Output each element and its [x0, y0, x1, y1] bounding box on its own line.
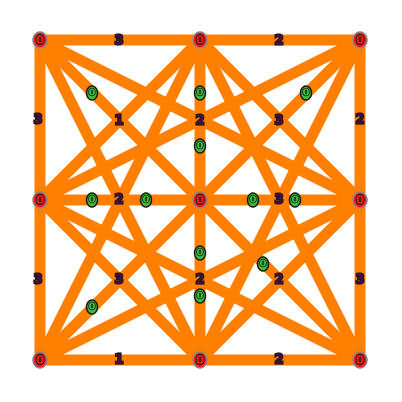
vertex-d[interactable]: 0: [32, 191, 48, 209]
edge-label-ef: 3: [274, 193, 283, 208]
crossing-marker-shape: [256, 256, 270, 272]
crossing-marker-label: 0: [197, 248, 204, 259]
crossing-marker-c3[interactable]: 0: [299, 85, 313, 101]
edge-label-hi: 2: [274, 353, 283, 368]
vertex-shape: [32, 351, 48, 369]
crossing-marker-shape: [193, 288, 207, 304]
edge-fg[interactable]: [34, 194, 366, 366]
edge-label-be: 2: [195, 114, 204, 129]
edge-label-bc: 2: [274, 34, 283, 49]
vertex-shape: [352, 191, 368, 209]
edge-label-ei: 2: [274, 273, 283, 288]
vertex-shape: [352, 31, 368, 49]
edge-dh[interactable]: [34, 194, 206, 366]
edge-fh[interactable]: [194, 194, 366, 366]
vertex-label: 0: [36, 353, 44, 367]
edge-bf[interactable]: [194, 34, 366, 206]
crossing-marker-shape: [85, 85, 99, 101]
crossing-marker-label: 0: [197, 141, 204, 152]
vertex-label: 0: [356, 353, 364, 367]
crossing-marker-shape: [193, 138, 207, 154]
crossing-layer: 0 0 0 0 0 0 0 0 0 0 0 0: [85, 85, 313, 315]
crossing-marker-shape: [85, 299, 99, 315]
edge-bd[interactable]: [34, 34, 206, 206]
crossing-marker-label: 0: [303, 88, 310, 99]
crossing-marker-c11[interactable]: 0: [193, 288, 207, 304]
crossing-marker-c9[interactable]: 0: [193, 245, 207, 261]
edge-label-ce: 3: [274, 114, 283, 129]
edge-label-ad: 3: [33, 113, 42, 128]
vertex-shape: [192, 31, 208, 49]
crossing-marker-shape: [299, 85, 313, 101]
edge-label-gh: 1: [114, 353, 123, 368]
vertex-label: 0: [36, 33, 44, 47]
crossing-marker-shape: [246, 192, 260, 208]
edge-label-eh: 2: [195, 273, 204, 288]
crossing-marker-c1[interactable]: 0: [85, 85, 99, 101]
vertex-layer: 0 0 0 0 0 0 0 0 0: [32, 31, 368, 369]
crossing-marker-c2[interactable]: 0: [193, 85, 207, 101]
crossing-marker-label: 0: [89, 88, 96, 99]
crossing-marker-label: 0: [292, 195, 299, 206]
edge-label-dg: 3: [33, 273, 42, 288]
vertex-label: 0: [196, 33, 204, 47]
vertex-label: 0: [36, 193, 44, 207]
edge-label-de: 2: [114, 193, 123, 208]
edge-label-fi: 3: [355, 273, 364, 288]
vertex-shape: [192, 191, 208, 209]
crossing-marker-label: 0: [89, 302, 96, 313]
crossing-marker-shape: [193, 85, 207, 101]
vertex-i[interactable]: 0: [352, 351, 368, 369]
crossing-marker-c4[interactable]: 0: [193, 138, 207, 154]
edge-layer: [34, 34, 366, 366]
vertex-e[interactable]: 0: [192, 191, 208, 209]
crossing-marker-c10[interactable]: 0: [256, 256, 270, 272]
vertex-c[interactable]: 0: [352, 31, 368, 49]
vertex-label: 0: [356, 193, 364, 207]
crossing-marker-c12[interactable]: 0: [85, 299, 99, 315]
vertex-shape: [32, 191, 48, 209]
crossing-marker-c6[interactable]: 0: [139, 192, 153, 208]
crossing-marker-shape: [193, 245, 207, 261]
vertex-label: 0: [196, 353, 204, 367]
crossing-marker-label: 0: [89, 195, 96, 206]
vertex-g[interactable]: 0: [32, 351, 48, 369]
crossing-marker-shape: [85, 192, 99, 208]
edge-label-eg: 3: [114, 273, 123, 288]
crossing-marker-label: 0: [250, 195, 257, 206]
crossing-marker-label: 0: [260, 259, 267, 270]
vertex-a[interactable]: 0: [32, 31, 48, 49]
crossing-marker-label: 0: [197, 291, 204, 302]
crossing-marker-shape: [288, 192, 302, 208]
crossing-marker-shape: [139, 192, 153, 208]
edge-bg[interactable]: [34, 34, 206, 366]
crossing-marker-label: 0: [197, 88, 204, 99]
vertex-shape: [352, 351, 368, 369]
edge-label-cf: 2: [355, 113, 364, 128]
edge-cd[interactable]: [34, 34, 366, 206]
vertex-shape: [192, 351, 208, 369]
vertex-f[interactable]: 0: [352, 191, 368, 209]
vertex-b[interactable]: 0: [192, 31, 208, 49]
edge-label-ab: 3: [114, 34, 123, 49]
edge-ch[interactable]: [194, 34, 366, 366]
crossing-marker-c7[interactable]: 0: [246, 192, 260, 208]
vertex-shape: [32, 31, 48, 49]
crossing-marker-c5[interactable]: 0: [85, 192, 99, 208]
vertex-h[interactable]: 0: [192, 351, 208, 369]
vertex-label: 0: [196, 193, 204, 207]
crossing-marker-label: 0: [143, 195, 150, 206]
edge-label-layer: 3 2 3 2 3 3 1 2 1 2 3 2 3 3 2 2: [32, 32, 365, 368]
crossing-marker-c8[interactable]: 0: [288, 192, 302, 208]
edge-label-ae: 1: [114, 114, 123, 129]
vertex-label: 0: [356, 33, 364, 47]
